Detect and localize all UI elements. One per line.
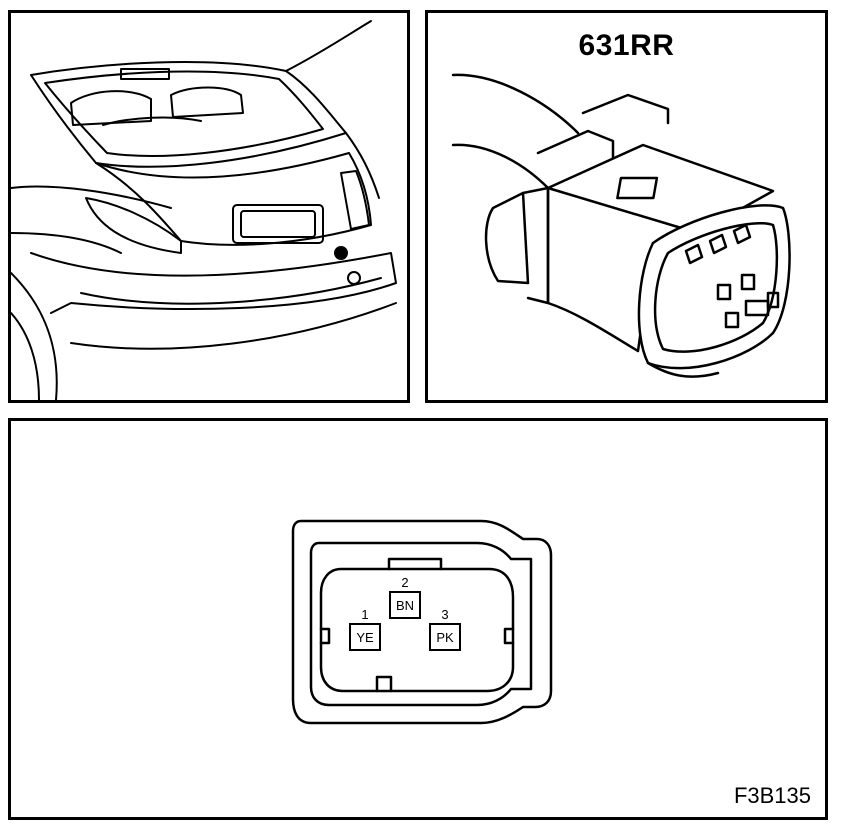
pin-1-number: 1	[361, 607, 369, 622]
connector-face-outline	[291, 519, 553, 725]
connector-3d-drawing	[451, 73, 791, 378]
pin-3-terminal: PK	[429, 623, 461, 651]
pin-3-wire-color: PK	[436, 629, 454, 645]
car-rear-drawing	[11, 20, 397, 400]
pin-2-wire-color: BN	[395, 597, 415, 613]
pin-1-terminal: YE	[349, 623, 381, 651]
connector-3d-panel: 631RR	[425, 10, 828, 403]
figure-id: F3B135	[733, 783, 811, 808]
pin-2-number: 2	[401, 575, 409, 590]
connector-title: 631RR	[578, 29, 675, 62]
car-rear-illustration-panel	[8, 10, 410, 403]
pin-1-wire-color: YE	[356, 629, 374, 645]
pin-3-number: 3	[441, 607, 449, 622]
connector-pinout-panel: 1 YE 2 BN 3 PK F3B135	[8, 418, 828, 820]
pin-2-terminal: BN	[389, 591, 421, 619]
